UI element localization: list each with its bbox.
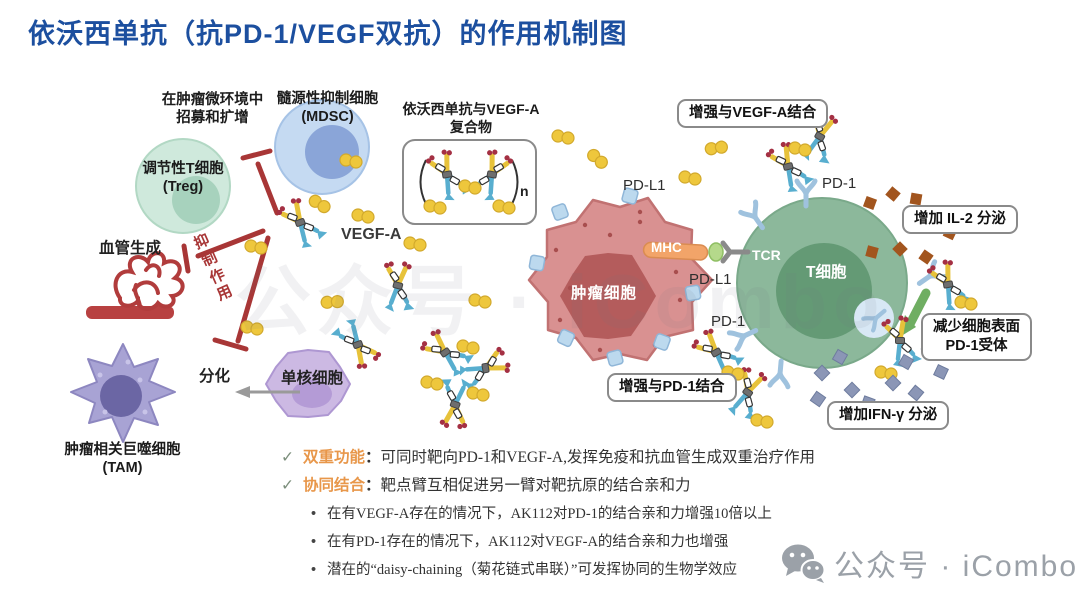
dual-function-label: 双重功能	[303, 449, 366, 466]
recruit-line2: 招募和扩增	[176, 110, 249, 127]
summary-row-dual-function: ✓ 双重功能：可同时靶向PD-1和VEGF-A,发挥免疫和抗血管生成双重治疗作用	[281, 448, 921, 467]
cooperative-binding-label: 协同结合	[303, 477, 366, 495]
recruit-caption: 在肿瘤微环境中 招募和扩增	[135, 91, 290, 127]
mdsc-line1: 髓源性抑制细胞	[276, 91, 379, 107]
pdl1-mid-label: PD-L1	[689, 271, 732, 288]
complex-n-subscript: n	[520, 183, 529, 199]
page-title: 依沃西单抗（抗PD-1/VEGF双抗）的作用机制图	[28, 19, 628, 49]
sub-bullet-2: • 在有PD-1存在的情况下，AK112对VEGF-A的结合亲和力也增强	[311, 533, 921, 551]
callout-reduced-pd1-receptor: 减少细胞表面 PD-1受体	[921, 313, 1032, 361]
wechat-bubbles-icon	[782, 544, 826, 583]
mhc-label: MHC	[651, 240, 682, 255]
complex-line2: 复合物	[450, 118, 492, 135]
check-icon: ✓	[281, 449, 294, 466]
angiogenesis-label: 血管生成	[99, 240, 162, 257]
bullet-dot-icon: •	[311, 505, 317, 522]
summary-bullets: ✓ 双重功能：可同时靶向PD-1和VEGF-A,发挥免疫和抗血管生成双重治疗作用…	[281, 448, 921, 589]
blood-vessel-sprout	[86, 251, 185, 319]
mdsc-line2: (MDSC)	[301, 109, 354, 126]
differentiation-label: 分化	[199, 368, 231, 385]
cooperative-binding-text: 靶点臂互相促进另一臂对靶抗原的结合亲和力	[380, 477, 691, 495]
summary-row-cooperative-binding: ✓ 协同结合：靶点臂互相促进另一臂对靶抗原的结合亲和力	[281, 476, 921, 495]
sub-bullet-3: • 潜在的“daisy-chaining（菊花链式串联）”可发挥协同的生物学效应	[311, 561, 921, 579]
mhc-tcr-synapse	[642, 240, 751, 264]
watermark-text: 公众号 · iCombo	[834, 550, 1079, 583]
monocyte-cell	[265, 349, 351, 418]
colon: ：	[365, 477, 381, 495]
antibody-complex-box	[402, 139, 537, 225]
complex-caption: 依沃西单抗与VEGF-A 复合物	[398, 101, 544, 136]
vegfa-label: VEGF-A	[341, 226, 402, 243]
treg-line2: (Treg)	[162, 179, 204, 196]
mdsc-caption: 髓源性抑制细胞 (MDSC)	[250, 90, 405, 126]
faint-watermark: 公众号 · iCombo	[235, 260, 886, 345]
callout-enhanced-pd1-binding: 增强与PD-1结合	[607, 373, 737, 402]
pd1-top-label: PD-1	[822, 175, 857, 192]
sub-bullet-1-text: 在有VEGF-A存在的情况下，AK112对PD-1的结合亲和力增强10倍以上	[327, 505, 772, 522]
sub-bullet-1: • 在有VEGF-A存在的情况下，AK112对PD-1的结合亲和力增强10倍以上	[311, 505, 921, 523]
check-icon: ✓	[281, 477, 294, 495]
tumor-cell	[527, 196, 714, 362]
tcr-label: TCR	[752, 247, 781, 263]
callout-reduced-pd1-line1: 减少细胞表面	[933, 319, 1020, 335]
differentiation-arrow	[235, 386, 300, 398]
treg-caption: 调节性T细胞 (Treg)	[118, 160, 248, 196]
callout-reduced-pd1-line2: PD-1受体	[945, 337, 1008, 354]
pdl1-top-label: PD-L1	[623, 177, 666, 194]
tam-line1: 肿瘤相关巨噬细胞	[64, 442, 181, 458]
dual-function-text: 可同时靶向PD-1和VEGF-A,发挥免疫和抗血管生成双重治疗作用	[380, 449, 815, 466]
tumor-cell-label: 肿瘤细胞	[571, 285, 638, 302]
callout-increased-ifng: 增加IFN-γ 分泌	[827, 401, 950, 430]
t-cell-label: T细胞	[806, 264, 847, 281]
sub-bullet-2-text: 在有PD-1存在的情况下，AK112对VEGF-A的结合亲和力也增强	[327, 533, 729, 550]
callout-increased-il2: 增加 IL-2 分泌	[902, 205, 1018, 234]
treg-cell	[135, 138, 231, 234]
treg-line1: 调节性T细胞	[142, 161, 224, 177]
bullet-dot-icon: •	[311, 562, 317, 578]
watermark: 公众号 · iCombo	[780, 541, 1078, 585]
tam-caption: 肿瘤相关巨噬细胞 (TAM)	[40, 441, 205, 477]
pd1-left-label: PD-1	[711, 313, 746, 330]
tam-line2: (TAM)	[102, 460, 143, 477]
recruit-line1: 在肿瘤微环境中	[161, 92, 264, 108]
bullet-dot-icon: •	[311, 533, 317, 550]
monocyte-label: 单核细胞	[281, 370, 344, 387]
colon: ：	[365, 449, 381, 466]
tam-cell	[70, 343, 176, 443]
complex-line1: 依沃西单抗与VEGF-A	[402, 101, 540, 117]
sub-bullet-3-text: 潜在的“daisy-chaining（菊花链式串联）”可发挥协同的生物学效应	[327, 562, 737, 578]
callout-enhanced-vegfa-binding: 增强与VEGF-A结合	[677, 99, 829, 128]
